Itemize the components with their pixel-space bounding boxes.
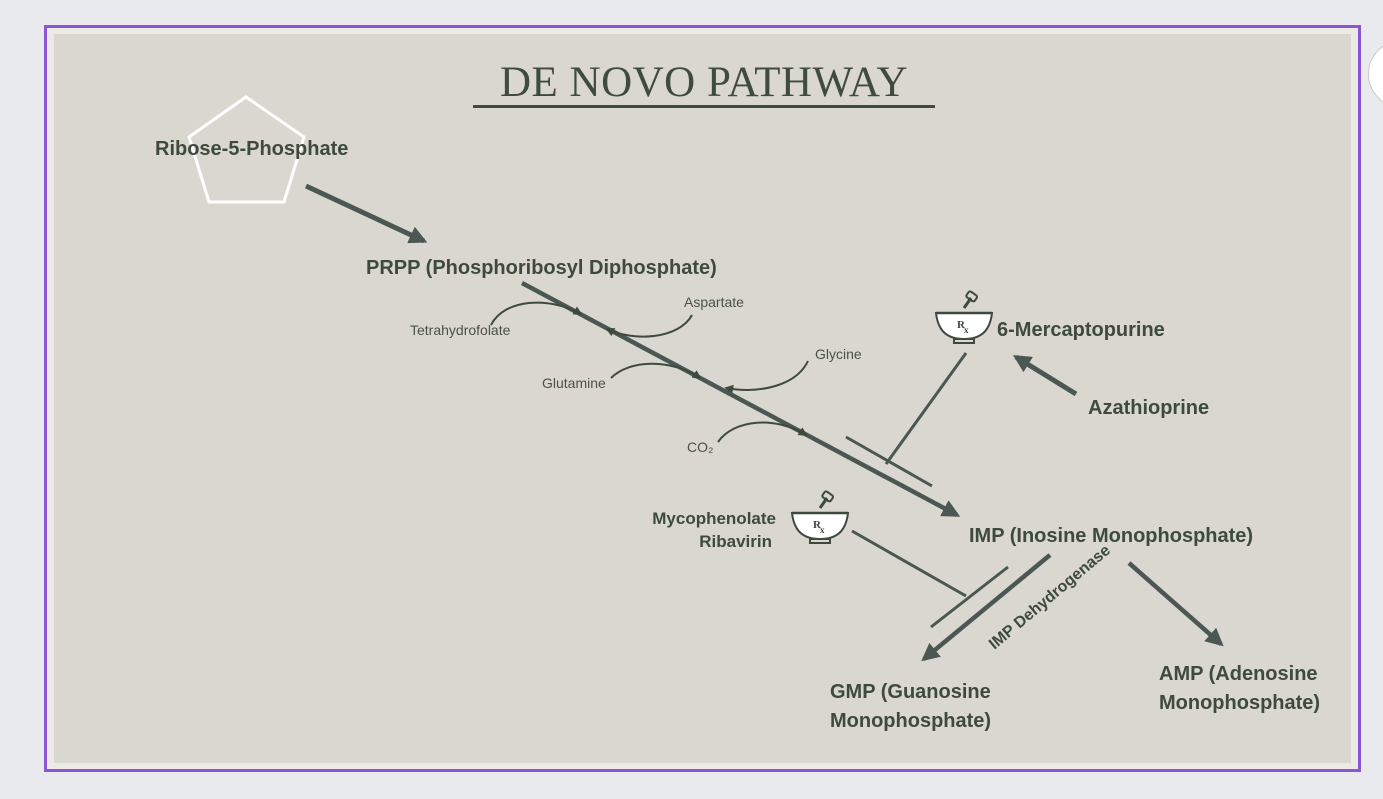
substrate-aspartate: Aspartate [684,294,744,310]
node-ribose-5-phosphate: Ribose-5-Phosphate [155,138,349,160]
drug-mycophenolate: Mycophenolate [652,509,776,528]
drug-ribavirin: Ribavirin [699,532,772,551]
substrate-co2: CO₂ [687,439,714,455]
curve-glutamine [610,362,702,380]
slide-frame: DE NOVO PATHWAY [44,25,1361,772]
title-underline [473,105,935,108]
pentagon-icon [187,95,306,204]
node-gmp-line2: Monophosphate) [830,710,992,732]
mortar-pestle-rx-icon: R x [790,490,850,544]
curve-aspartate [605,314,693,338]
curve-glycine [724,360,809,394]
inhibit-line-mercaptopurine [884,352,968,465]
substrate-tetrahydrofolate: Tetrahydrofolate [410,322,511,338]
side-panel-toggle-button[interactable] [1368,40,1383,108]
inhibit-bar-mycophenolate [930,565,1009,629]
svg-text:R: R [813,519,822,531]
drug-azathioprine: Azathioprine [1088,397,1210,419]
arrow-imp-gmp [921,553,1052,662]
inhibit-bar-mercaptopurine [845,435,933,488]
svg-text:x: x [964,325,969,335]
node-gmp-line1: GMP (Guanosine [830,681,991,703]
page-title: DE NOVO PATHWAY [499,59,909,106]
node-amp-line1: AMP (Adenosine [1159,663,1318,685]
pathway-diagram: R x R x [187,95,1224,662]
mortar-pestle-rx-icon: R x [934,290,994,344]
drug-mercaptopurine: 6-Mercaptopurine [997,319,1165,341]
arrow-ribose-prpp [304,183,428,244]
node-amp-line2: Monophosphate) [1159,692,1321,714]
slide-canvas: DE NOVO PATHWAY [54,34,1351,763]
substrate-glutamine: Glutamine [542,375,606,391]
arrow-imp-amp [1127,561,1224,647]
node-prpp: PRPP (Phosphoribosyl Diphosphate) [366,257,717,279]
svg-text:R: R [957,319,966,331]
substrate-glycine: Glycine [815,346,862,362]
curve-co2 [717,421,808,443]
inhibit-line-mycophenolate [851,529,967,598]
curve-tetrahydrofolate [490,301,583,326]
svg-text:x: x [820,525,825,535]
arrow-azathioprine-mercaptopurine [1012,354,1078,397]
arrow-prpp-imp [520,281,961,517]
node-imp: IMP (Inosine Monophosphate) [969,525,1254,547]
